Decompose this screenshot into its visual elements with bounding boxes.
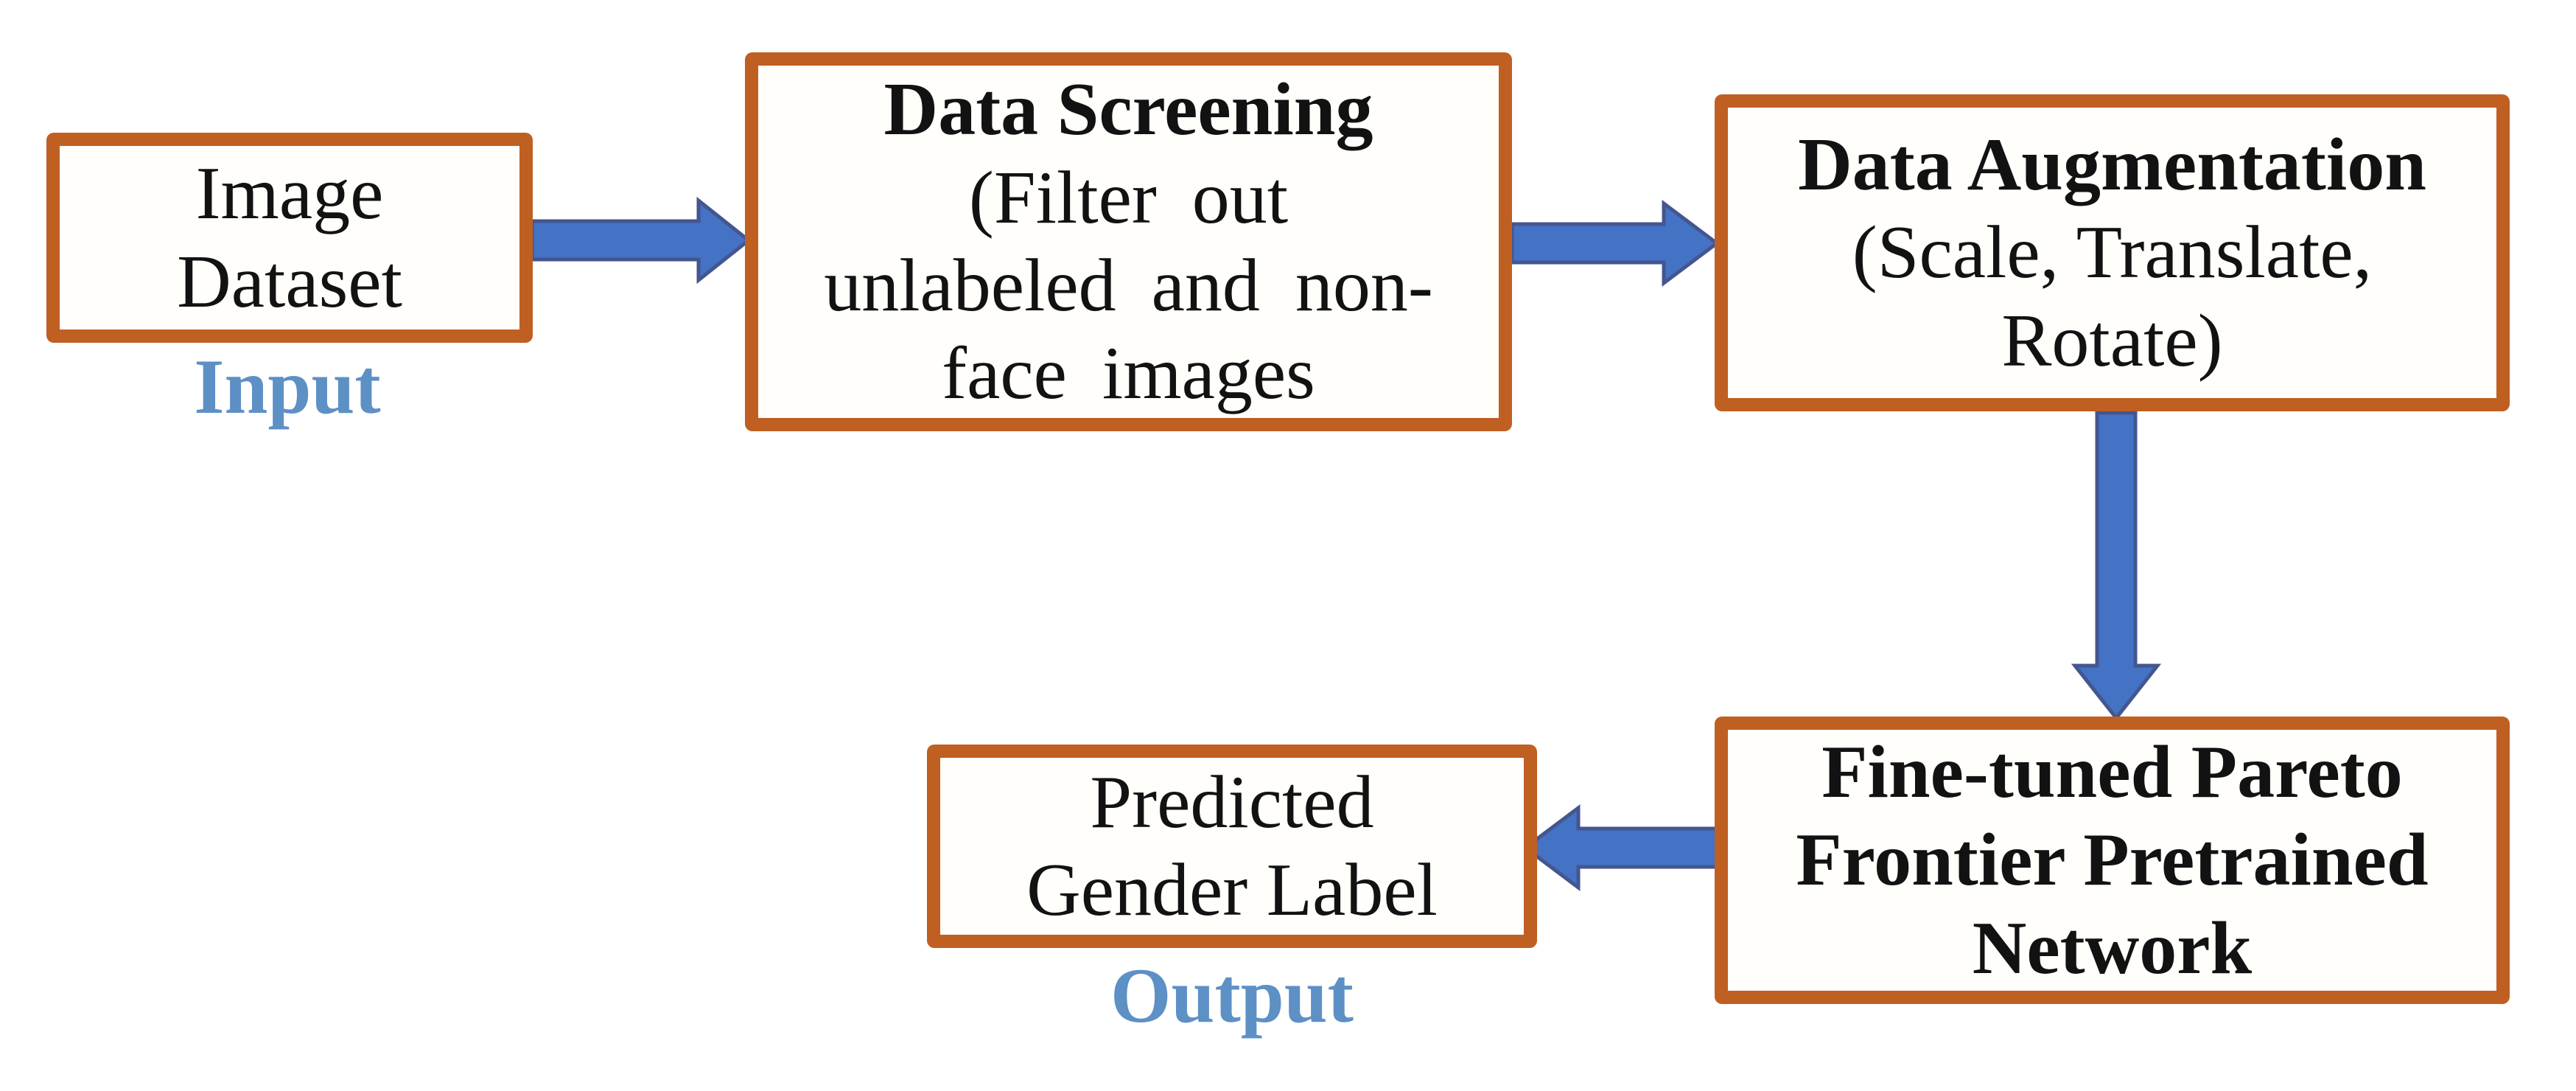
arrow-network-to-prediction-icon: [1522, 804, 1719, 891]
box-fine-tuned-network: Fine-tuned Pareto Frontier Pretrained Ne…: [1715, 717, 2510, 1004]
box-data-screening: Data Screening (Filter out unlabeled and…: [745, 52, 1512, 431]
box-data-screening-title: Data Screening: [883, 68, 1373, 152]
output-label: Output: [1110, 952, 1354, 1039]
box-predicted-gender-label: Predicted Gender Label: [927, 745, 1537, 948]
box-fine-tuned-network-title: Fine-tuned Pareto Frontier Pretrained Ne…: [1796, 731, 2429, 990]
input-label: Input: [194, 344, 381, 430]
box-data-screening-text: (Filter out unlabeled and non- face imag…: [824, 156, 1433, 416]
arrow-dataset-to-screening-icon: [530, 196, 752, 285]
box-predicted-gender-label-text: Predicted Gender Label: [1026, 760, 1438, 932]
box-data-augmentation-text: (Scale, Translate, Rotate): [1852, 211, 2373, 383]
box-data-augmentation: Data Augmentation (Scale, Translate, Rot…: [1715, 94, 2510, 411]
box-data-augmentation-title: Data Augmentation: [1798, 123, 2426, 206]
box-image-dataset-text: Image Dataset: [177, 152, 402, 324]
arrow-augmentation-to-network-icon: [2071, 411, 2162, 722]
box-image-dataset: Image Dataset: [46, 133, 533, 343]
arrow-screening-to-augmentation-icon: [1510, 200, 1721, 287]
